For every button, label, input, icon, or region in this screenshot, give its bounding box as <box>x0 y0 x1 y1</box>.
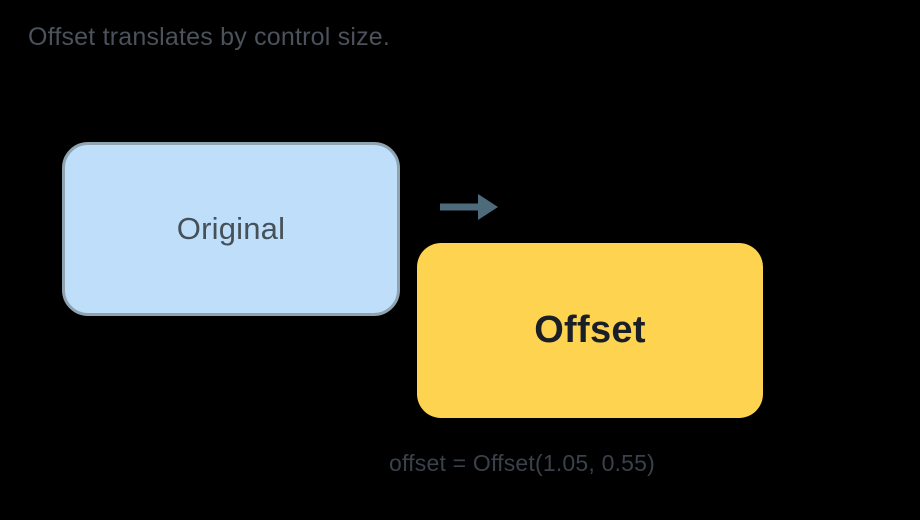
original-box-label: Original <box>176 211 286 246</box>
offset-control-box: Offset <box>417 243 763 418</box>
offset-box-label: Offset <box>534 309 646 351</box>
arrow-right-icon <box>438 190 500 224</box>
original-control-box: Original <box>62 142 400 316</box>
offset-caption: offset = Offset(1.05, 0.55) <box>389 450 656 476</box>
page-title: Offset translates by control size. <box>28 23 391 51</box>
